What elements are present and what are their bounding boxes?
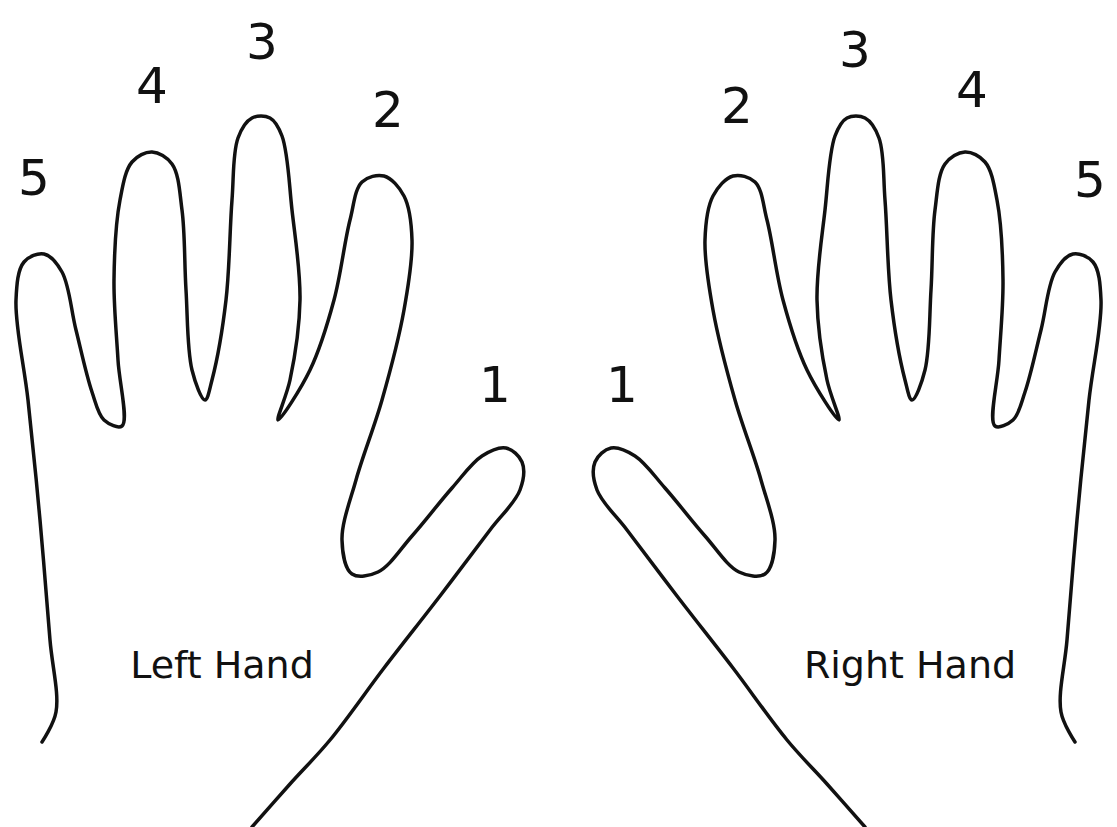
finger-number: 4 — [956, 65, 988, 115]
hand-caption: Right Hand — [804, 645, 1016, 687]
finger-number: 3 — [246, 17, 278, 67]
hand-shape — [558, 0, 1117, 827]
finger-number: 5 — [18, 153, 50, 203]
hand-line — [593, 116, 1101, 827]
finger-number: 2 — [721, 81, 753, 131]
finger-number: 3 — [839, 25, 871, 75]
hand-shape — [0, 0, 558, 827]
finger-number: 1 — [479, 360, 511, 410]
finger-number: 5 — [1074, 155, 1106, 205]
finger-number: 2 — [372, 85, 404, 135]
finger-number: 1 — [606, 360, 638, 410]
hand-line — [16, 116, 524, 827]
hand-caption: Left Hand — [130, 645, 314, 687]
finger-number: 4 — [136, 61, 168, 111]
hand-outline: Left Hand — [0, 0, 558, 827]
hand-outline: Right Hand — [558, 0, 1117, 827]
